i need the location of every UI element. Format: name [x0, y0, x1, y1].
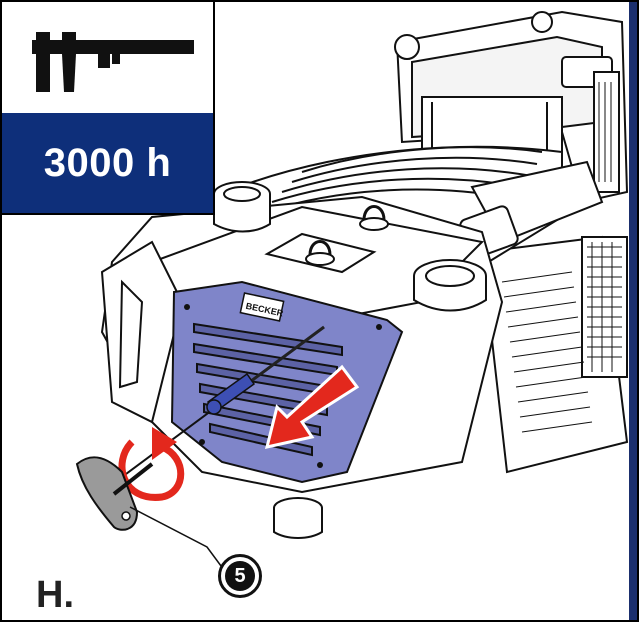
interval-text: 3000 h	[43, 140, 172, 185]
callout-number: 5	[234, 564, 246, 587]
part-callout-inner: 5	[225, 561, 255, 591]
callout-leader	[129, 506, 225, 571]
screwdriver-tool	[75, 325, 325, 531]
step-label: H.	[36, 574, 74, 616]
removal-arrow-icon	[264, 364, 360, 449]
maintenance-interval-badge: 3000 h	[2, 2, 215, 215]
motor-housing	[394, 10, 629, 204]
part-callout: 5	[218, 554, 262, 598]
cooling-grille	[480, 235, 629, 474]
right-edge-band	[629, 2, 637, 620]
interval-box: 3000 h	[2, 113, 213, 213]
front-cover: BECKER	[170, 280, 404, 484]
caliper-icon	[32, 32, 194, 92]
